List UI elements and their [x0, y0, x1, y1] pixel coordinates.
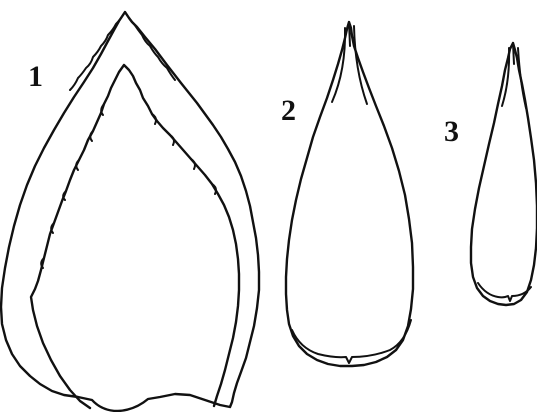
figure-2: 2 — [281, 22, 413, 366]
figure-1-number: 1 — [28, 60, 43, 93]
figure-2-outer-outline — [286, 22, 413, 366]
figure-3-outer-outline — [471, 43, 537, 305]
figure-3-tip-lines — [502, 43, 526, 108]
figure-3: 3 — [444, 43, 537, 305]
figure-3-number: 3 — [444, 115, 459, 148]
figure-2-number: 2 — [281, 94, 296, 127]
figure-1: 1 — [1, 12, 259, 411]
